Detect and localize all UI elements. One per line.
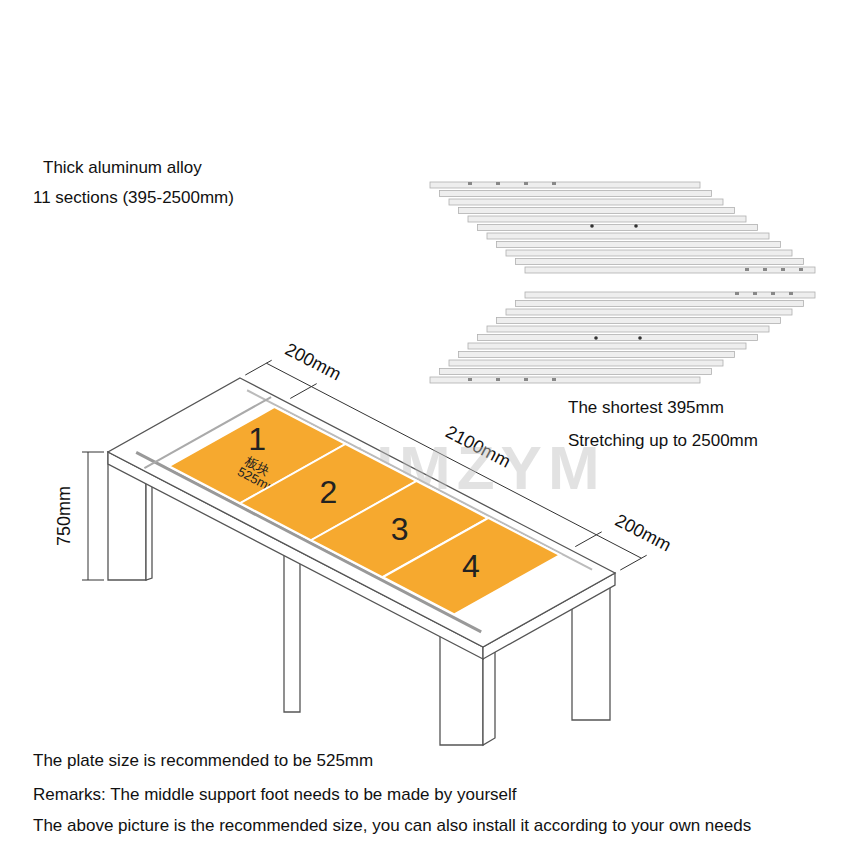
rail-section — [430, 182, 700, 188]
rail-notch — [771, 292, 775, 295]
panel-number: 1 — [248, 423, 266, 457]
rail-section — [449, 360, 723, 366]
table-drawing — [108, 378, 615, 745]
rail-section — [487, 233, 769, 239]
rail-notch — [745, 268, 749, 271]
rail-section — [516, 301, 804, 307]
rail-notch — [735, 292, 739, 295]
rail-section — [430, 377, 700, 383]
dimension-label: 750mm — [54, 486, 75, 546]
rail-section — [497, 242, 781, 248]
panel-text: 3 — [391, 513, 409, 547]
extension-line — [290, 384, 316, 399]
rail-hole — [638, 336, 642, 340]
note-text: Thick aluminum alloy — [43, 158, 202, 178]
note-text: The plate size is recommended to be 525m… — [33, 751, 373, 771]
extension-line — [82, 452, 104, 453]
rail-notch — [552, 182, 556, 185]
dimension-lines — [82, 360, 647, 580]
rail-hole — [594, 336, 598, 340]
rail-notch — [799, 268, 803, 271]
rail-section — [506, 309, 792, 315]
rail-section — [525, 267, 815, 273]
panel-text: 1板块525mm — [236, 423, 279, 488]
rail-notch — [552, 378, 556, 381]
note-text: Remarks: The middle support foot needs t… — [33, 785, 517, 805]
extension-line — [620, 555, 646, 570]
rail-notch — [496, 182, 500, 185]
note-text: 11 sections (395-2500mm) — [33, 188, 234, 208]
rail-section — [468, 343, 746, 349]
rail-notch — [763, 268, 767, 271]
rail-section — [516, 259, 804, 265]
rail-section — [449, 199, 723, 205]
slide-rails — [430, 182, 815, 383]
rail-notch — [468, 378, 472, 381]
rail-section — [440, 191, 712, 197]
dimension-label: 200mm — [611, 510, 674, 556]
rail-hole — [590, 224, 594, 228]
rail-notch — [496, 378, 500, 381]
rail-notch — [468, 182, 472, 185]
panel-text: 2 — [320, 476, 338, 510]
support-foot — [284, 548, 300, 712]
rail-notch — [524, 378, 528, 381]
rail-section — [440, 369, 712, 375]
panel-number: 4 — [462, 550, 480, 584]
rail-notch — [789, 292, 793, 295]
dimension-line — [88, 452, 89, 580]
rail-hole — [634, 224, 638, 228]
panel-number: 2 — [320, 476, 338, 510]
rail-section — [506, 250, 792, 256]
rail-section — [459, 208, 735, 214]
rail-section — [525, 292, 815, 298]
panel-text: 4 — [462, 550, 480, 584]
rail-section — [478, 335, 758, 341]
rail-section — [478, 225, 758, 231]
extension-line — [82, 580, 104, 581]
rail-section — [459, 352, 735, 358]
rail-notch — [524, 182, 528, 185]
extension-line — [575, 532, 601, 547]
panel-number: 3 — [391, 513, 409, 547]
table-panel: 4 — [383, 518, 560, 614]
panel-fill — [383, 518, 560, 614]
rail-section — [487, 326, 769, 332]
dimension-label: 200mm — [281, 339, 344, 385]
note-text: The shortest 395mm — [568, 398, 724, 418]
rail-section — [468, 216, 746, 222]
rail-section — [497, 318, 781, 324]
table-top — [108, 378, 615, 647]
rail-notch — [753, 292, 757, 295]
note-text: The above picture is the recommended siz… — [33, 816, 751, 836]
rail-notch — [781, 268, 785, 271]
extension-line — [245, 360, 271, 375]
